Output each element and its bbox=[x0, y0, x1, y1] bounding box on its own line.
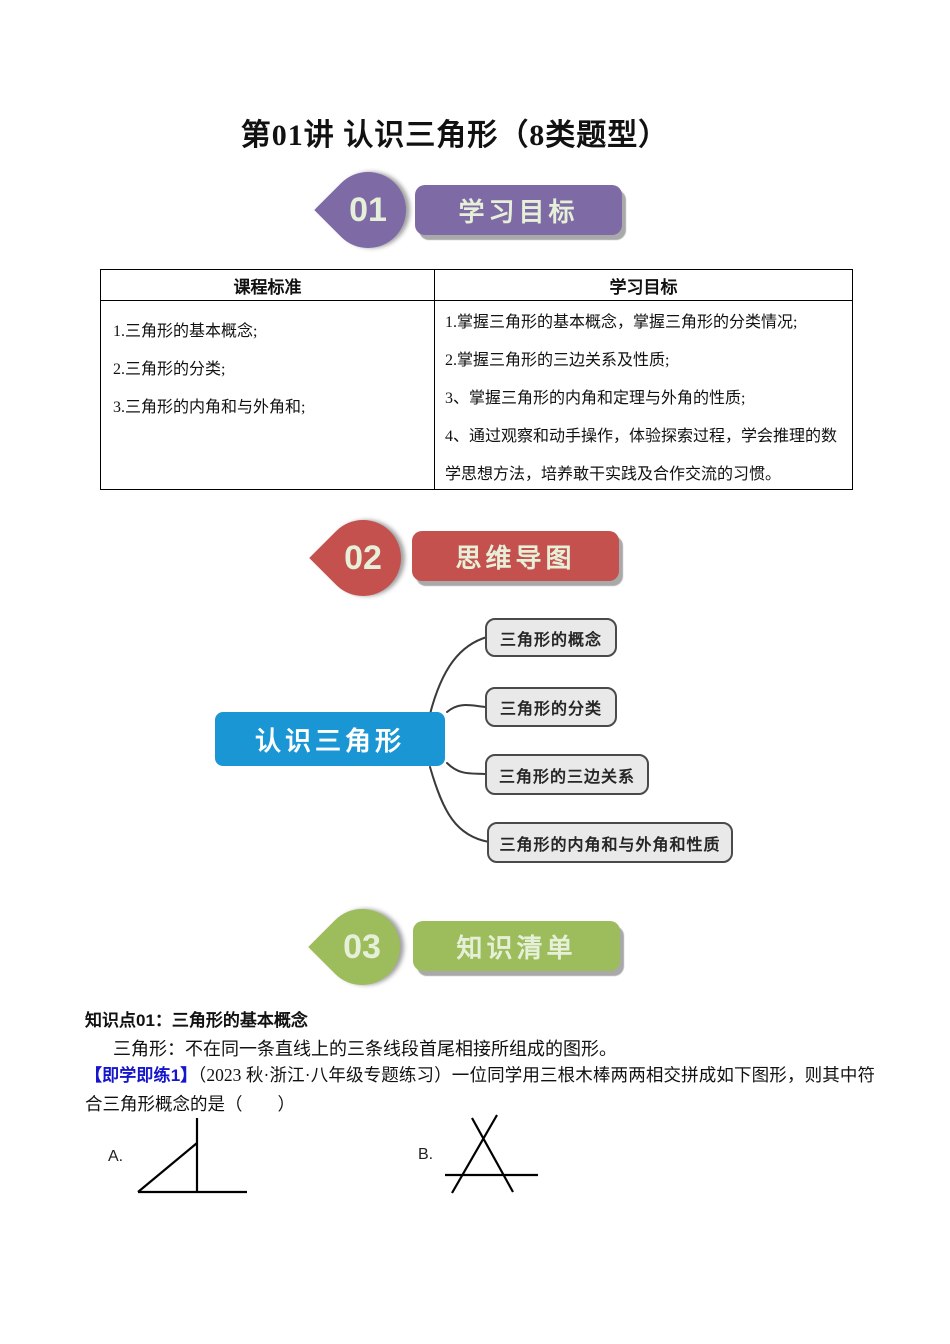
table-column-divider bbox=[434, 270, 435, 489]
learning-goal-item: 2.掌握三角形的三边关系及性质; bbox=[445, 352, 670, 369]
knowledge-point-title: 知识点01：三角形的基本概念 bbox=[85, 1011, 308, 1030]
table-header-divider bbox=[101, 300, 852, 301]
section-03-title-banner: 知识清单 bbox=[413, 921, 620, 971]
course-standard-cell: 1.三角形的基本概念; 2.三角形的分类; 3.三角形的内角和与外角和; bbox=[101, 301, 434, 489]
figure-b-drawing bbox=[445, 1114, 538, 1194]
course-standard-item: 1.三角形的基本概念; bbox=[113, 323, 258, 340]
exercise-text: （2023 秋·浙江·八年级专题练习）一位同学用三根木棒两两相交拼成如下图形，则… bbox=[85, 1065, 875, 1114]
learning-goal-item: 3、掌握三角形的内角和定理与外角的性质; bbox=[445, 390, 746, 407]
mindmap-branch-angle-properties: 三角形的内角和与外角和性质 bbox=[487, 822, 733, 863]
triangle-definition: 三角形：不在同一条直线上的三条线段首尾相接所组成的图形。 bbox=[113, 1039, 617, 1059]
page-title: 第01讲 认识三角形（8类题型） bbox=[240, 119, 670, 152]
option-a-label: A. bbox=[108, 1148, 124, 1165]
section-03-number-badge: 03 bbox=[308, 893, 416, 1001]
section-02-title-text: 思维导图 bbox=[455, 542, 576, 573]
mindmap-root-node: 认识三角形 bbox=[215, 712, 445, 766]
section-02-title-banner: 思维导图 bbox=[412, 531, 619, 581]
exercise-tag: 【即学即练1】 bbox=[85, 1066, 198, 1085]
table-header-course-standard: 课程标准 bbox=[233, 277, 302, 297]
section-01-number: 01 bbox=[349, 190, 387, 229]
learning-goal-cell: 1.掌握三角形的基本概念，掌握三角形的分类情况; 2.掌握三角形的三边关系及性质… bbox=[435, 301, 852, 489]
learning-goal-item: 1.掌握三角形的基本概念，掌握三角形的分类情况; bbox=[445, 314, 798, 331]
section-01-title-banner: 学习目标 bbox=[415, 185, 622, 235]
section-02-number-badge: 02 bbox=[309, 504, 417, 612]
section-01-number-badge: 01 bbox=[314, 156, 422, 264]
section-02-number: 02 bbox=[344, 538, 382, 577]
mindmap-branch-side-relation: 三角形的三边关系 bbox=[485, 754, 649, 795]
exercise-question: 【即学即练1】（2023 秋·浙江·八年级专题练习）一位同学用三根木棒两两相交拼… bbox=[85, 1061, 875, 1118]
section-03-title-text: 知识清单 bbox=[456, 932, 577, 963]
objectives-table: 课程标准 学习目标 1.三角形的基本概念; 2.三角形的分类; 3.三角形的内角… bbox=[100, 269, 853, 490]
learning-goal-item: 4、通过观察和动手操作，体验探索过程，学会推理的数学思想方法，培养敢干实践及合作… bbox=[445, 428, 838, 483]
course-standard-item: 2.三角形的分类; bbox=[113, 361, 226, 378]
section-01-title-text: 学习目标 bbox=[458, 196, 579, 227]
mindmap-branch-concept: 三角形的概念 bbox=[485, 618, 617, 657]
figure-a-drawing bbox=[137, 1118, 247, 1194]
mindmap-branch-classification: 三角形的分类 bbox=[485, 687, 617, 727]
table-header-learning-goal: 学习目标 bbox=[609, 277, 678, 297]
mindmap-connector-lines bbox=[429, 636, 490, 843]
option-b-label: B. bbox=[418, 1146, 434, 1163]
section-03-number: 03 bbox=[343, 927, 381, 966]
course-standard-item: 3.三角形的内角和与外角和; bbox=[113, 399, 306, 416]
